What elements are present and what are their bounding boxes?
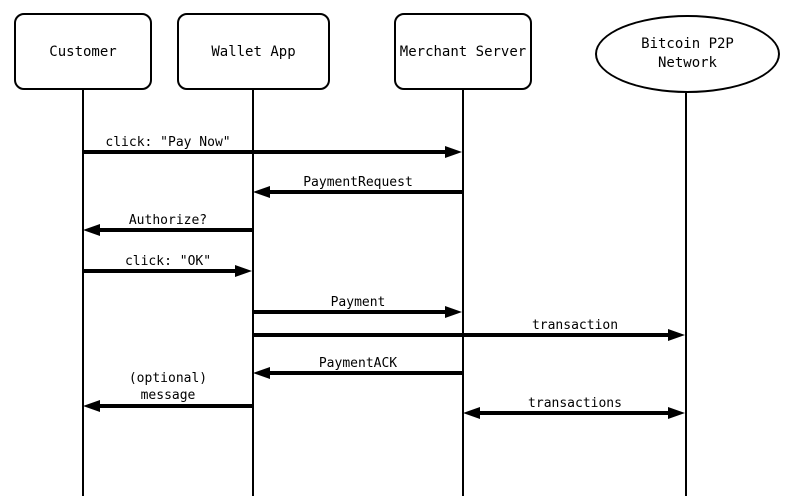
participant-merchant-server-label: Merchant Server xyxy=(399,43,527,60)
arrowhead-left-icon xyxy=(463,407,480,419)
arrowhead-right-icon xyxy=(235,265,252,277)
message-line xyxy=(97,404,252,408)
message-line xyxy=(253,310,448,314)
message-line xyxy=(477,411,671,415)
lifeline-customer xyxy=(82,90,84,496)
message-label: click: "Pay Now" xyxy=(105,135,231,150)
participant-customer-label: Customer xyxy=(49,43,117,60)
arrowhead-right-icon xyxy=(668,329,685,341)
message-line xyxy=(267,190,462,194)
participant-bitcoin-p2p-network-label: Bitcoin P2P Network xyxy=(641,36,734,71)
lifeline-merchant-server xyxy=(462,90,464,496)
message-line xyxy=(97,228,252,232)
message-line xyxy=(83,269,238,273)
message-label: transaction xyxy=(531,318,619,333)
message-line xyxy=(253,333,671,337)
message-line xyxy=(83,150,448,154)
participant-bitcoin-p2p-network: Bitcoin P2P Network xyxy=(595,15,780,93)
arrowhead-right-icon xyxy=(445,146,462,158)
participant-wallet-app: Wallet App xyxy=(177,13,330,90)
message-line xyxy=(267,371,462,375)
arrowhead-left-icon xyxy=(83,400,100,412)
arrowhead-left-icon xyxy=(253,367,270,379)
arrowhead-right-icon xyxy=(445,306,462,318)
lifeline-wallet-app xyxy=(252,90,254,496)
message-label: click: "OK" xyxy=(124,254,212,269)
lifeline-bitcoin-p2p-network xyxy=(685,93,687,496)
arrowhead-right-icon xyxy=(668,407,685,419)
message-label: Authorize? xyxy=(128,213,208,228)
participant-merchant-server: Merchant Server xyxy=(394,13,532,90)
message-label: (optional) message xyxy=(128,371,208,403)
message-label: transactions xyxy=(528,396,622,411)
participant-customer: Customer xyxy=(14,13,152,90)
message-label: Payment xyxy=(330,295,386,310)
arrowhead-left-icon xyxy=(253,186,270,198)
participant-wallet-app-label: Wallet App xyxy=(211,43,296,60)
message-label: PaymentACK xyxy=(318,356,398,371)
message-label: PaymentRequest xyxy=(303,175,413,190)
arrowhead-left-icon xyxy=(83,224,100,236)
